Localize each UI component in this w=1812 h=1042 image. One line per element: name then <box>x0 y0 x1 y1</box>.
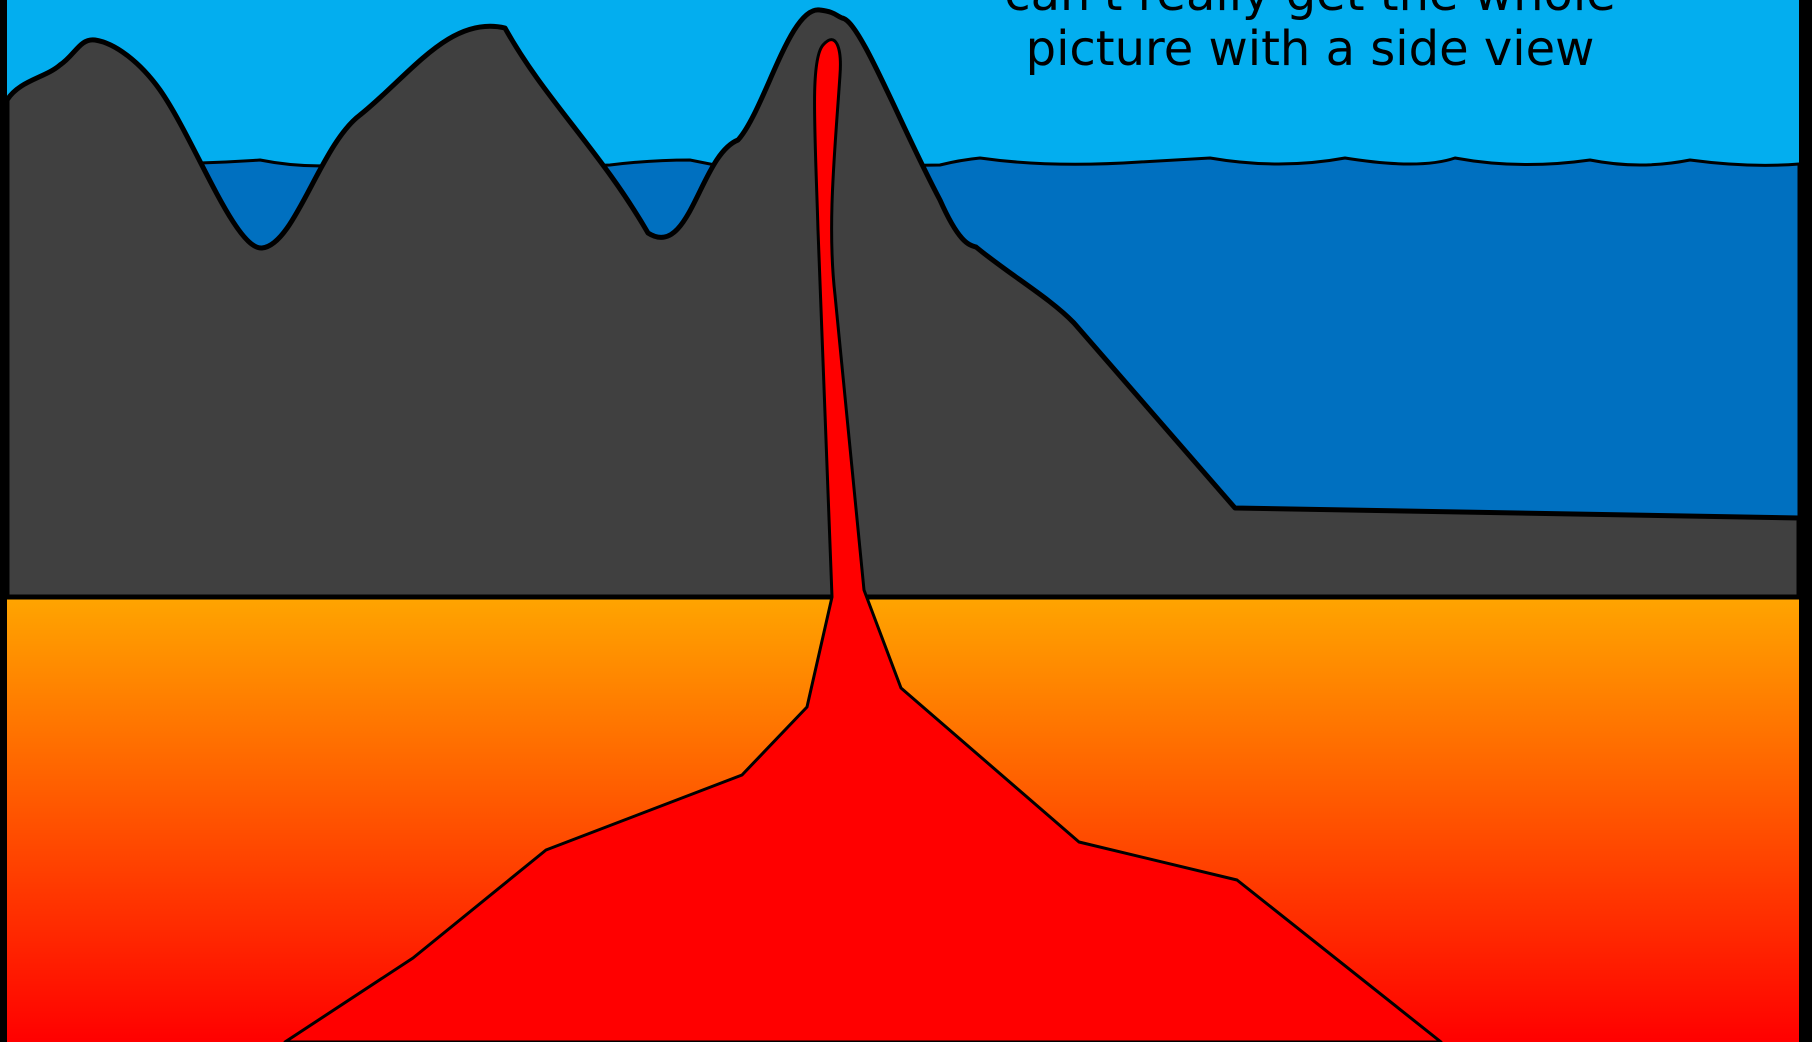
magma-chamber-and-conduit <box>283 38 1443 1042</box>
land-crust <box>4 7 1802 600</box>
caption-line-1: can't really get the whole <box>1004 0 1615 22</box>
caption-line-2: picture with a side view <box>1026 21 1595 77</box>
